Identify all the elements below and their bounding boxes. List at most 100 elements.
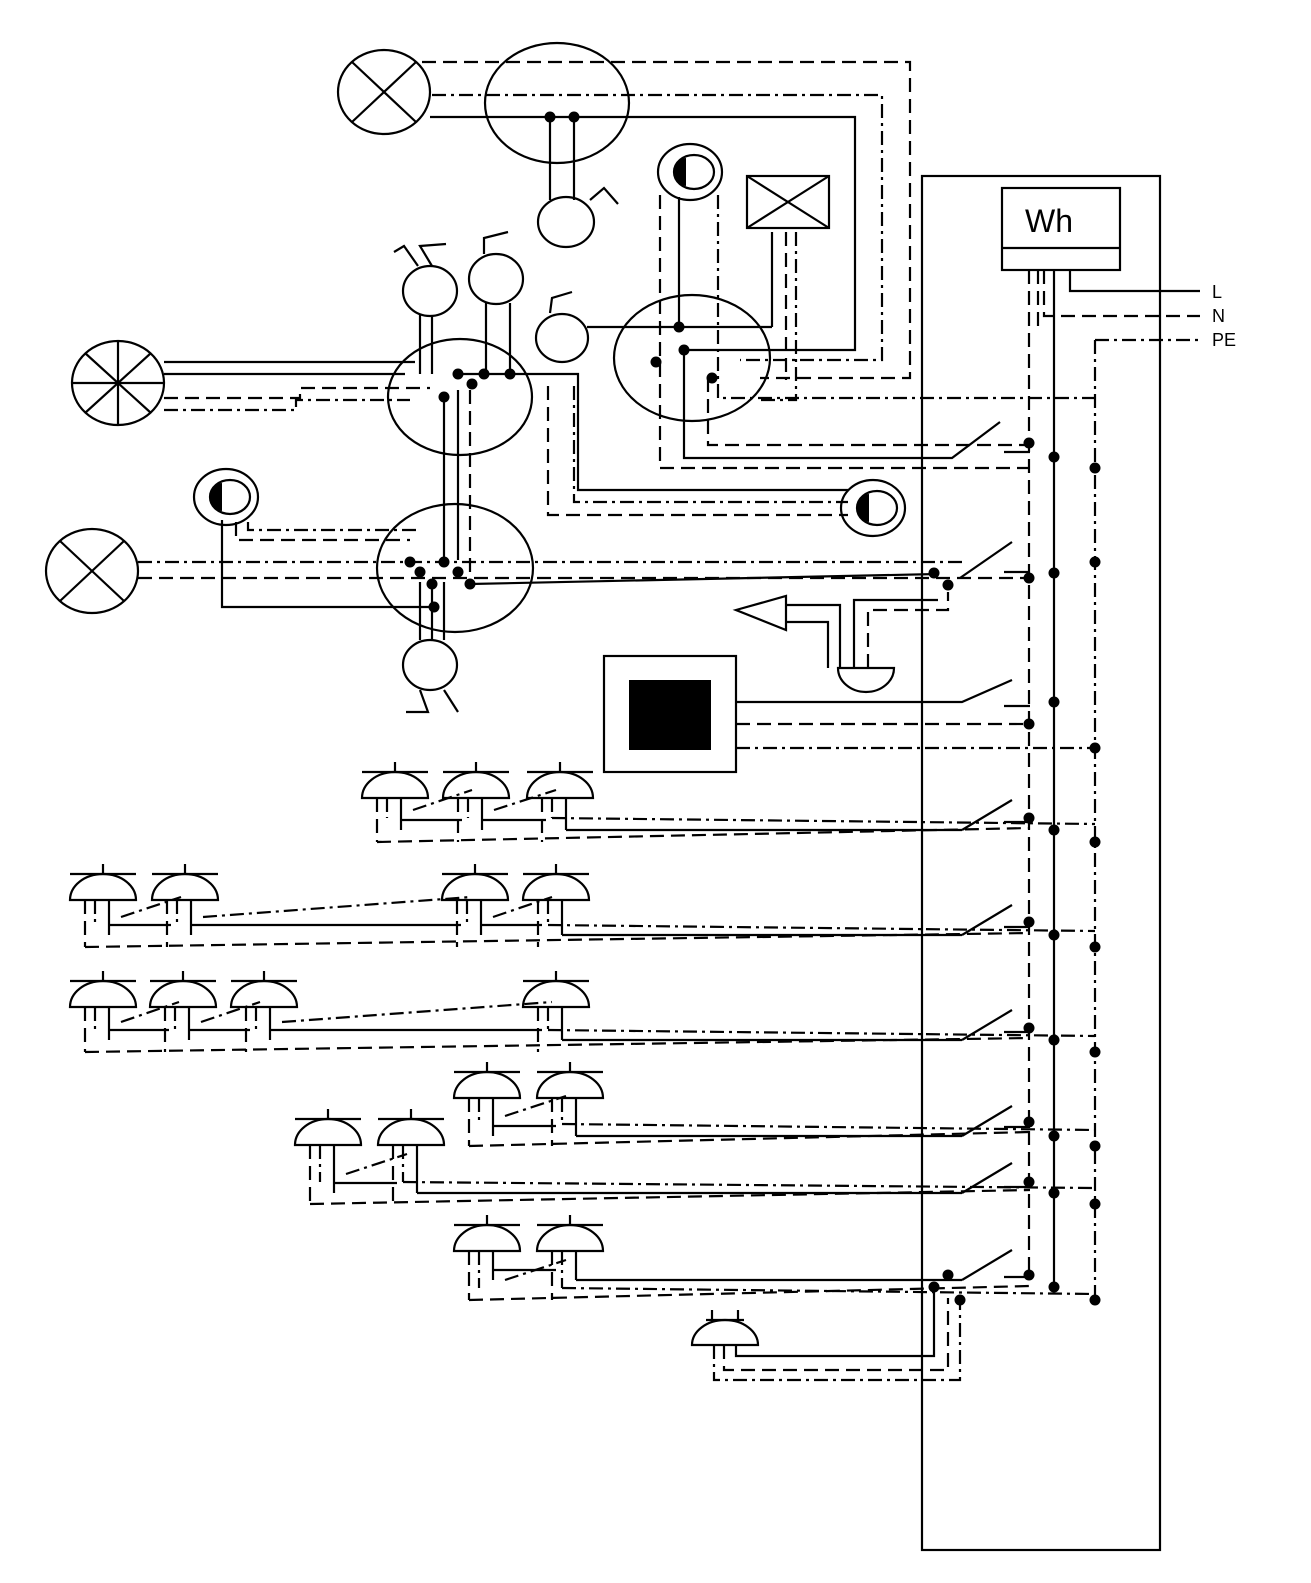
junction-dot xyxy=(1023,1176,1035,1188)
supply-lines: L N PE xyxy=(1042,270,1236,350)
socket-outlet xyxy=(229,971,299,1009)
supply-label-l: L xyxy=(1212,282,1222,302)
energy-meter: Wh xyxy=(1000,186,1122,272)
socket-outlet xyxy=(376,1109,446,1147)
junction-box-top xyxy=(483,41,631,165)
socket-row xyxy=(68,971,1096,1054)
junction-dot xyxy=(1048,1187,1060,1199)
junction-dot xyxy=(928,567,940,579)
junction-dot xyxy=(1048,567,1060,579)
junction-dot xyxy=(1089,1046,1101,1058)
socket-row xyxy=(68,864,1096,949)
busbars xyxy=(1027,270,1097,1302)
junction-dot xyxy=(1023,437,1035,449)
socket-right xyxy=(839,478,907,538)
junction-dot xyxy=(1048,929,1060,941)
socket-outlet xyxy=(440,864,510,902)
socket-outlet xyxy=(452,1062,522,1100)
junction-dot xyxy=(1089,1294,1101,1306)
socket-outlet xyxy=(521,864,591,902)
junction-dot xyxy=(1023,1116,1035,1128)
junction-dot xyxy=(1023,572,1035,584)
socket-outlet xyxy=(150,864,220,902)
supply-label-pe: PE xyxy=(1212,330,1236,350)
junction-dot xyxy=(426,578,438,590)
junction-dot xyxy=(1089,556,1101,568)
junction-dot xyxy=(1023,812,1035,824)
socket-outlet xyxy=(148,971,218,1009)
junction-dot xyxy=(1048,451,1060,463)
lamp-top xyxy=(336,48,432,136)
junction-dot xyxy=(438,556,450,568)
switch-upper-b xyxy=(467,230,525,306)
socket-outlet xyxy=(535,1062,605,1100)
appliance-box xyxy=(602,654,738,774)
junction-dot xyxy=(954,1294,966,1306)
junction-dot xyxy=(428,601,440,613)
junction-dot xyxy=(1048,1034,1060,1046)
socket-row xyxy=(452,1215,1096,1302)
junction-dot xyxy=(568,111,580,123)
junction-dot xyxy=(452,368,464,380)
distribution-board: Wh L N PE xyxy=(920,174,1236,1552)
socket-outlet xyxy=(68,864,138,902)
junction-dot xyxy=(1089,462,1101,474)
junction-dot xyxy=(478,368,490,380)
junction-dot xyxy=(1089,941,1101,953)
junction-dot xyxy=(404,556,416,568)
switch-top xyxy=(536,186,619,249)
junction-dot xyxy=(1023,718,1035,730)
socket-row xyxy=(293,1109,1096,1206)
junction-dot xyxy=(1048,1130,1060,1142)
junction-dot xyxy=(706,372,718,384)
junction-dot xyxy=(678,344,690,356)
fan-box xyxy=(745,174,831,230)
junction-dot xyxy=(1089,836,1101,848)
junction-dot xyxy=(504,368,516,380)
switch-upper-a xyxy=(393,242,459,318)
junction-dot xyxy=(673,321,685,333)
junction-dot xyxy=(1048,824,1060,836)
socket-outlet xyxy=(441,762,511,800)
junction-dot xyxy=(414,566,426,578)
supply-label-n: N xyxy=(1212,306,1225,326)
socket-row xyxy=(452,1062,1096,1148)
buzzer xyxy=(732,592,950,694)
switch-lower xyxy=(401,638,459,714)
socket-top-right xyxy=(656,142,724,202)
junction-dot xyxy=(650,356,662,368)
socket-outlet xyxy=(293,1109,363,1147)
junction-box-right xyxy=(612,293,772,423)
junction-dots xyxy=(404,111,1101,1306)
junction-dot xyxy=(1023,1022,1035,1034)
meter-label: Wh xyxy=(1025,203,1073,239)
junction-dot xyxy=(1089,742,1101,754)
socket-outlet xyxy=(68,971,138,1009)
ceiling-fan-left xyxy=(70,339,166,427)
socket-outlet xyxy=(452,1215,522,1253)
junction-box-mid xyxy=(386,337,534,457)
socket-row xyxy=(360,762,1096,844)
junction-box-low xyxy=(375,502,535,634)
junction-dot xyxy=(1089,1198,1101,1210)
junction-dot xyxy=(928,1281,940,1293)
socket-bottom xyxy=(690,1290,962,1382)
junction-dot xyxy=(942,1269,954,1281)
socket-rows xyxy=(68,762,1096,1302)
socket-left xyxy=(192,467,260,527)
socket-outlet xyxy=(535,1215,605,1253)
switch-mid-right xyxy=(534,290,590,364)
junction-dot xyxy=(1048,1281,1060,1293)
junction-dot xyxy=(544,111,556,123)
junction-dot xyxy=(1023,916,1035,928)
junction-dot xyxy=(1048,696,1060,708)
junction-dot xyxy=(452,566,464,578)
junction-dot xyxy=(942,579,954,591)
socket-outlet xyxy=(525,762,595,800)
socket-outlet xyxy=(360,762,430,800)
junction-dot xyxy=(1089,1140,1101,1152)
junction-dot xyxy=(464,578,476,590)
socket-outlet xyxy=(521,971,591,1009)
junction-dot xyxy=(1023,1269,1035,1281)
